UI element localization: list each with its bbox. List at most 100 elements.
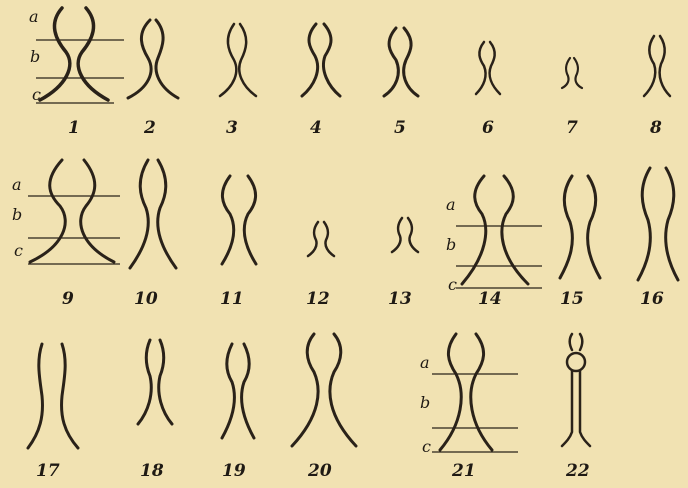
figure-18-number: 18 <box>140 461 164 481</box>
figure-21-number: 21 <box>451 461 476 481</box>
figure-9-number: 9 <box>62 289 74 309</box>
figure-5-number: 5 <box>394 118 406 138</box>
figure-11-right-contour <box>244 176 256 264</box>
figure-8-number: 8 <box>649 118 662 138</box>
figure-15-left-contour <box>560 176 572 278</box>
figure-1-letter-c: c <box>32 85 41 104</box>
figure-7: 7 <box>562 58 582 138</box>
figure-17: 17 <box>28 344 78 481</box>
figure-11: 11 <box>220 176 256 309</box>
figure-1: a b c 1 <box>29 7 124 138</box>
figure-12-number: 12 <box>306 289 330 309</box>
figure-11-number: 11 <box>220 289 244 309</box>
figure-9-letter-a: a <box>12 175 22 194</box>
figure-21-letter-b: b <box>420 393 430 412</box>
figure-22-top-left <box>570 334 572 350</box>
figure-3-number: 3 <box>226 118 238 138</box>
figure-2-left-contour <box>128 20 151 98</box>
figure-13-right-contour <box>408 218 418 252</box>
figure-19-left-contour <box>222 344 234 438</box>
figure-8-left-contour <box>644 36 655 96</box>
figure-20: 20 <box>292 334 356 481</box>
figure-14-letter-c: c <box>448 275 457 294</box>
figure-17-number: 17 <box>36 461 60 481</box>
figure-21-left-contour <box>440 334 461 450</box>
figure-20-right-contour <box>330 334 356 446</box>
figure-16: 16 <box>638 168 678 309</box>
figure-15-number: 15 <box>560 289 584 309</box>
figure-10-number: 10 <box>134 289 158 309</box>
figure-16-left-contour <box>638 168 650 280</box>
figure-20-number: 20 <box>307 461 332 481</box>
figure-3-left-contour <box>220 24 236 96</box>
figure-21-right-contour <box>471 334 492 450</box>
figure-9-right-contour <box>81 160 114 262</box>
figure-8: 8 <box>644 36 670 138</box>
figure-9: a b c 9 <box>12 160 120 309</box>
figure-5: 5 <box>384 28 418 138</box>
figure-6-right-contour <box>490 42 500 94</box>
figure-16-right-contour <box>666 168 678 280</box>
figure-19: 19 <box>222 344 254 481</box>
figure-15-right-contour <box>588 176 600 278</box>
figure-5-right-contour <box>404 28 418 96</box>
figure-21-letter-c: c <box>422 437 431 456</box>
figure-9-left-contour <box>30 160 65 262</box>
figure-12-left-contour <box>308 222 318 256</box>
figure-21: a b c 21 <box>420 334 518 481</box>
figure-22-bulb <box>567 353 585 371</box>
figure-9-letter-c: c <box>14 241 23 260</box>
figure-14-letter-b: b <box>446 235 456 254</box>
figure-3-right-contour <box>239 24 256 96</box>
figure-2-right-contour <box>156 20 178 98</box>
figure-2: 2 <box>128 20 178 138</box>
figure-1-left-contour <box>40 8 70 100</box>
figure-4: 4 <box>302 24 340 138</box>
figure-10: 10 <box>130 160 176 309</box>
figure-1-right-contour <box>78 8 108 100</box>
figure-6: 6 <box>476 42 500 138</box>
figure-2-number: 2 <box>143 118 156 138</box>
figure-18: 18 <box>138 340 172 481</box>
figure-21-letter-a: a <box>420 353 430 372</box>
figure-12: 12 <box>306 222 334 309</box>
figure-9-letter-b: b <box>12 205 22 224</box>
figure-12-right-contour <box>324 222 334 256</box>
figure-8-right-contour <box>660 36 670 96</box>
figure-22-right-contour <box>580 371 590 446</box>
figure-4-right-contour <box>323 24 340 96</box>
figure-17-left-contour <box>28 344 42 448</box>
figure-10-right-contour <box>158 160 176 268</box>
figure-22-top-right <box>580 334 582 350</box>
figure-13-number: 13 <box>388 289 412 309</box>
figure-14-number: 14 <box>478 289 502 309</box>
figure-14: a b c 14 <box>446 176 542 309</box>
figure-22-number: 22 <box>565 461 590 481</box>
figure-14-left-contour <box>462 176 486 284</box>
figure-19-right-contour <box>242 344 254 438</box>
figure-18-right-contour <box>159 340 172 424</box>
figure-13: 13 <box>388 218 418 309</box>
figure-6-number: 6 <box>482 118 494 138</box>
figure-16-number: 16 <box>640 289 664 309</box>
figure-11-left-contour <box>222 176 234 264</box>
figure-15: 15 <box>560 176 600 309</box>
figure-1-number: 1 <box>68 118 80 138</box>
figure-20-left-contour <box>292 334 318 446</box>
figure-7-right-contour <box>574 58 582 88</box>
figure-18-left-contour <box>138 340 151 424</box>
figure-1-letter-a: a <box>29 7 39 26</box>
figure-13-left-contour <box>392 218 402 252</box>
figure-5-left-contour <box>384 28 398 96</box>
figure-4-number: 4 <box>310 118 322 138</box>
figure-7-left-contour <box>562 58 570 88</box>
figure-3: 3 <box>220 24 256 138</box>
figure-22-left-contour <box>562 371 572 446</box>
figure-17-right-contour <box>62 344 78 448</box>
figure-10-left-contour <box>130 160 148 268</box>
figure-6-left-contour <box>476 42 486 94</box>
figure-19-number: 19 <box>222 461 246 481</box>
figure-7-number: 7 <box>566 118 578 138</box>
figure-22: 22 <box>562 334 590 481</box>
